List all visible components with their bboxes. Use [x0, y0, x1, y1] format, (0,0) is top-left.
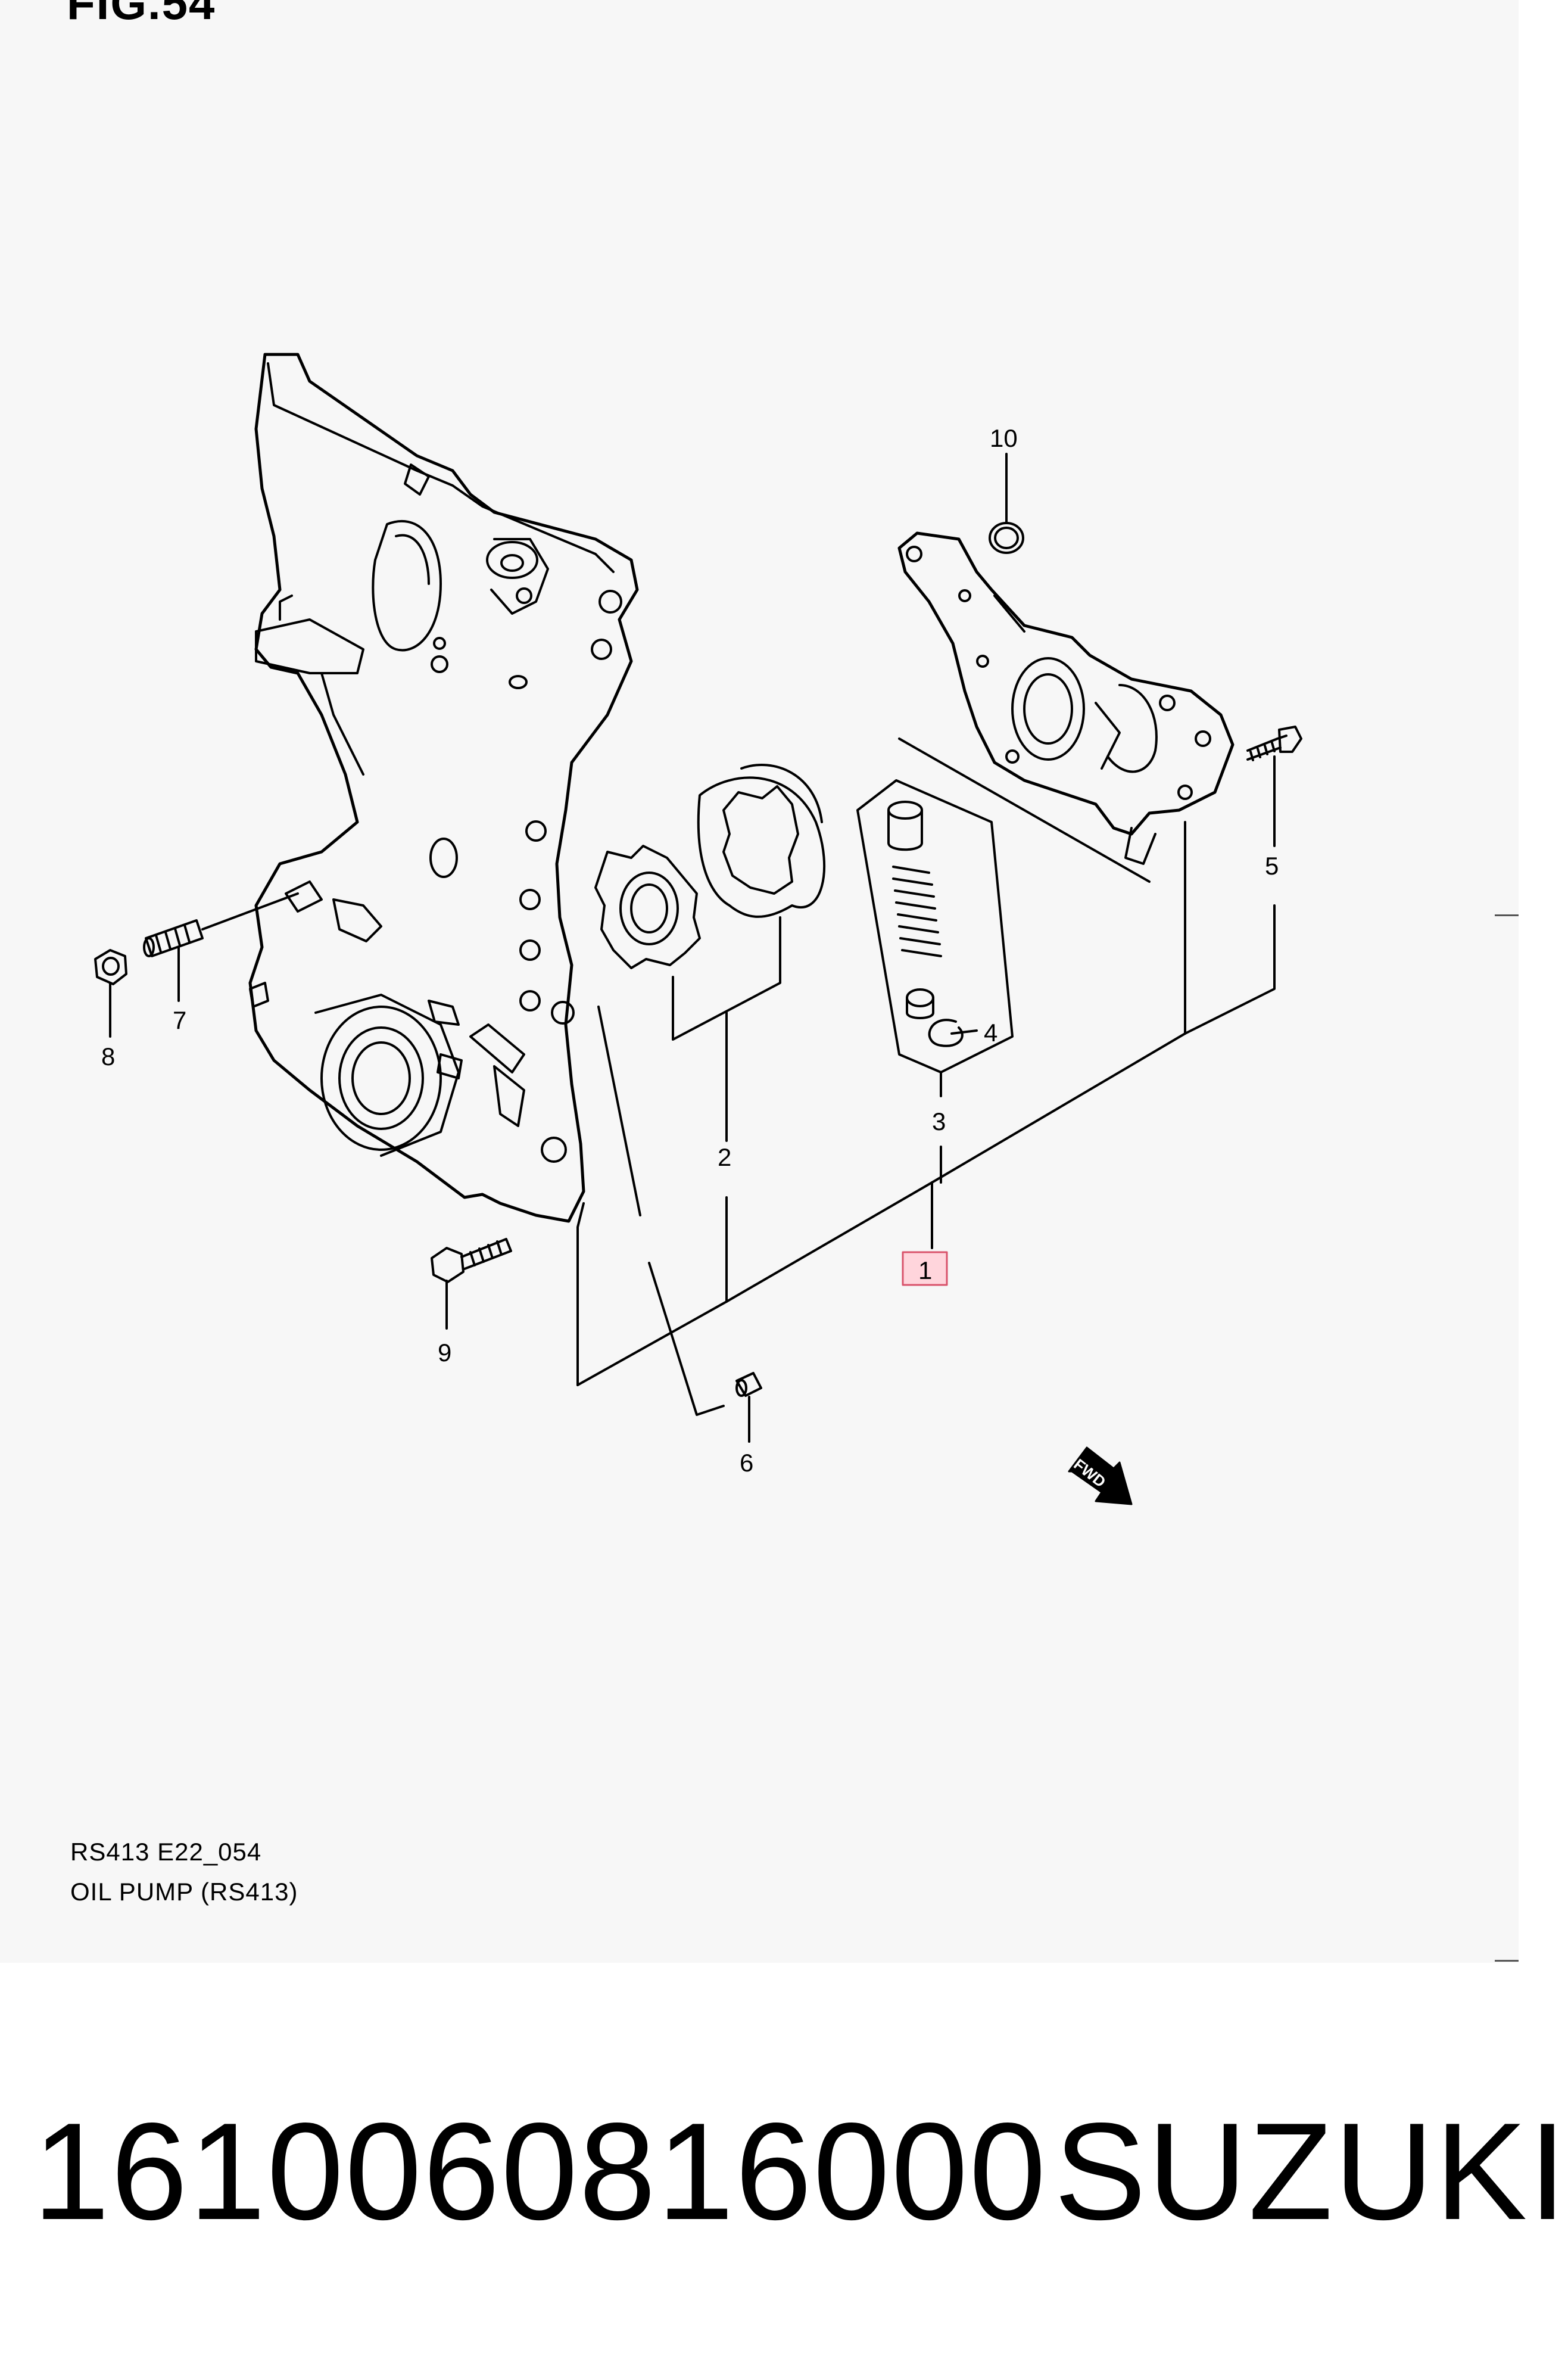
callout-8[interactable]: 8: [101, 1042, 115, 1070]
timing-cover: [248, 353, 639, 1223]
o-ring: [989, 522, 1024, 554]
oil-pump-case: [897, 531, 1235, 865]
fwd-arrow: FWD: [1068, 1446, 1133, 1505]
dowel-pin-6: [735, 1372, 762, 1397]
leader-lines: [109, 453, 1276, 1443]
footer-bar: [0, 1963, 1519, 2359]
callout-6[interactable]: 6: [740, 1449, 753, 1477]
bolt-9: [431, 1238, 512, 1283]
bolt-5: [1246, 726, 1302, 761]
callout-5[interactable]: 5: [1265, 852, 1279, 880]
nut-8: [94, 949, 127, 985]
inner-rotor: [594, 845, 701, 969]
callout-10[interactable]: 10: [990, 424, 1018, 452]
part-number: 1610060816000: [33, 2095, 1048, 2249]
callout-3[interactable]: 3: [932, 1107, 946, 1135]
exploded-view-diagram: FWD 1 2 3 4 5 6 7 8 9 10: [94, 353, 1302, 1505]
stud-7: [143, 919, 204, 957]
figure-title: FIG.54: [67, 0, 216, 29]
figure-code: RS413 E22_054: [70, 1838, 262, 1866]
callout-1-highlight: [902, 1251, 948, 1286]
callout-9[interactable]: 9: [438, 1339, 451, 1367]
callout-4[interactable]: 4: [984, 1019, 997, 1047]
diagram-panel: FIG.54: [67, 0, 1519, 1962]
callout-1[interactable]: 1: [918, 1256, 932, 1284]
callout-2[interactable]: 2: [718, 1143, 731, 1171]
brand-name: SUZUKI: [1054, 2095, 1568, 2249]
callout-7[interactable]: 7: [173, 1006, 186, 1034]
figure-caption: OIL PUMP (RS413): [70, 1878, 298, 1906]
relief-valve-frame: [856, 779, 1014, 1073]
edge-tick: [1495, 1960, 1519, 1962]
edge-tick: [1495, 914, 1519, 916]
outer-rotor: [697, 764, 826, 918]
